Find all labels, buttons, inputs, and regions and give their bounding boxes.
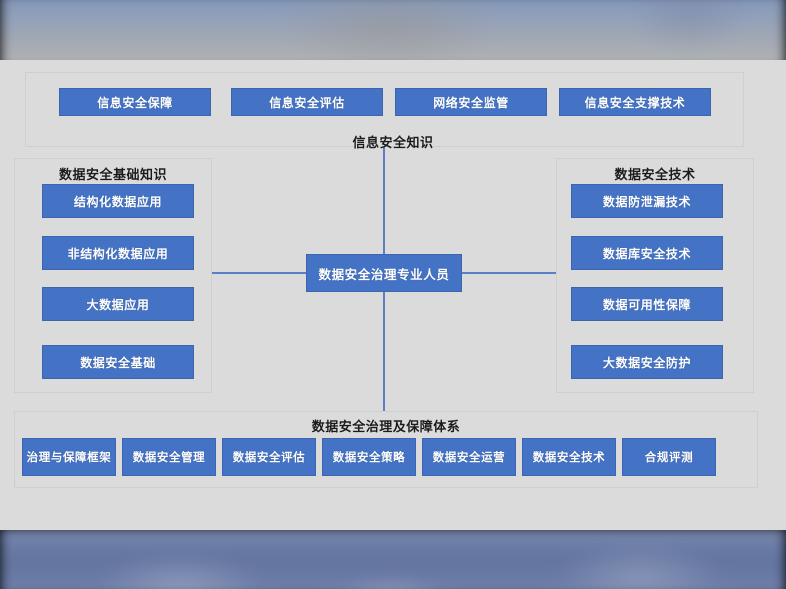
node-top-2[interactable]: 网络安全监管 — [395, 88, 547, 116]
node-bottom-0[interactable]: 治理与保障框架 — [22, 438, 116, 476]
node-bottom-2[interactable]: 数据安全评估 — [222, 438, 316, 476]
node-center[interactable]: 数据安全治理专业人员 — [306, 254, 462, 292]
connector-left-to-center — [212, 272, 307, 274]
node-right-3[interactable]: 大数据安全防护 — [571, 345, 723, 379]
group-title-right: 数据安全技术 — [614, 167, 696, 182]
node-top-3[interactable]: 信息安全支撑技术 — [559, 88, 711, 116]
node-top-0[interactable]: 信息安全保障 — [59, 88, 211, 116]
slide-canvas: 信息安全知识 数据安全基础知识 数据安全技术 数据安全治理及保障体系 信息安全保… — [0, 60, 786, 530]
node-bottom-4[interactable]: 数据安全运营 — [422, 438, 516, 476]
node-bottom-5[interactable]: 数据安全技术 — [522, 438, 616, 476]
connector-center-to-bottom — [383, 292, 385, 412]
connector-center-to-right — [461, 272, 557, 274]
node-top-1[interactable]: 信息安全评估 — [231, 88, 383, 116]
connector-top-to-center — [383, 147, 385, 255]
group-title-bottom: 数据安全治理及保障体系 — [311, 419, 461, 434]
node-bottom-3[interactable]: 数据安全策略 — [322, 438, 416, 476]
node-left-3[interactable]: 数据安全基础 — [42, 345, 194, 379]
bottom-photo-band — [0, 528, 786, 589]
node-right-1[interactable]: 数据库安全技术 — [571, 236, 723, 270]
node-left-0[interactable]: 结构化数据应用 — [42, 184, 194, 218]
top-photo-band — [0, 0, 786, 70]
node-right-2[interactable]: 数据可用性保障 — [571, 287, 723, 321]
node-bottom-1[interactable]: 数据安全管理 — [122, 438, 216, 476]
node-left-1[interactable]: 非结构化数据应用 — [42, 236, 194, 270]
node-right-0[interactable]: 数据防泄漏技术 — [571, 184, 723, 218]
node-bottom-6[interactable]: 合规评测 — [622, 438, 716, 476]
group-title-top: 信息安全知识 — [352, 135, 434, 150]
group-title-left: 数据安全基础知识 — [58, 167, 167, 182]
node-left-2[interactable]: 大数据应用 — [42, 287, 194, 321]
